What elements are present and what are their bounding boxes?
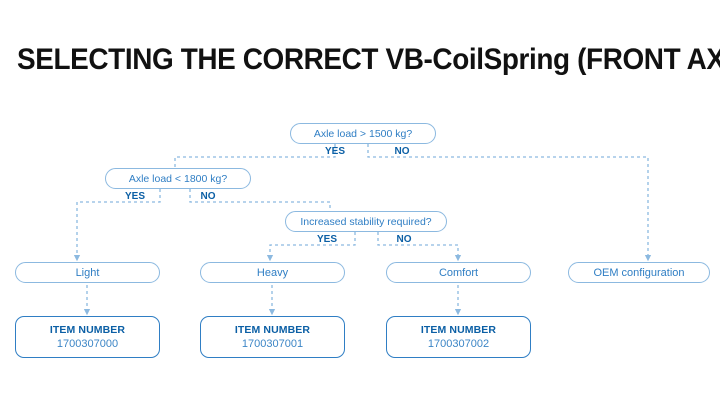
edge-q1-no: [367, 144, 652, 262]
outcome-node-comfort[interactable]: Comfort: [386, 262, 531, 283]
item-number-label-2: ITEM NUMBER: [234, 323, 311, 336]
item-number-box-2[interactable]: ITEM NUMBER 1700307001: [200, 316, 345, 358]
edge-q2-yes: [73, 189, 161, 262]
edge-q3-yes: [266, 232, 356, 262]
page-title: SELECTING THE CORRECT VB-CoilSpring (FRO…: [17, 43, 720, 76]
branch-label-q3-yes: YES: [316, 234, 337, 245]
decision-node-axle-load-1500[interactable]: Axle load > 1500 kg?: [290, 123, 436, 144]
branch-label-q2-yes: YES: [124, 191, 145, 202]
outcome-node-heavy[interactable]: Heavy: [200, 262, 345, 283]
branch-label-q1-yes: YES: [324, 146, 345, 157]
edge-q1-yes: [174, 144, 336, 168]
outcome-node-oem-configuration[interactable]: OEM configuration: [568, 262, 710, 283]
decision-node-increased-stability[interactable]: Increased stability required?: [285, 211, 447, 232]
item-number-box-1[interactable]: ITEM NUMBER 1700307000: [15, 316, 160, 358]
decision-node-axle-load-1800[interactable]: Axle load < 1800 kg?: [105, 168, 251, 189]
item-number-value-1: 1700307000: [56, 337, 119, 350]
item-number-value-3: 1700307002: [427, 337, 490, 350]
outcome-node-light[interactable]: Light: [15, 262, 160, 283]
edge-q2-no: [189, 189, 331, 211]
item-number-label-1: ITEM NUMBER: [49, 323, 126, 336]
edge-q3-no: [377, 232, 462, 262]
item-number-value-2: 1700307001: [241, 337, 304, 350]
branch-label-q2-no: NO: [200, 191, 216, 202]
item-number-box-3[interactable]: ITEM NUMBER 1700307002: [386, 316, 531, 358]
item-number-label-3: ITEM NUMBER: [420, 323, 497, 336]
branch-label-q3-no: NO: [396, 234, 412, 245]
branch-label-q1-no: NO: [394, 146, 410, 157]
